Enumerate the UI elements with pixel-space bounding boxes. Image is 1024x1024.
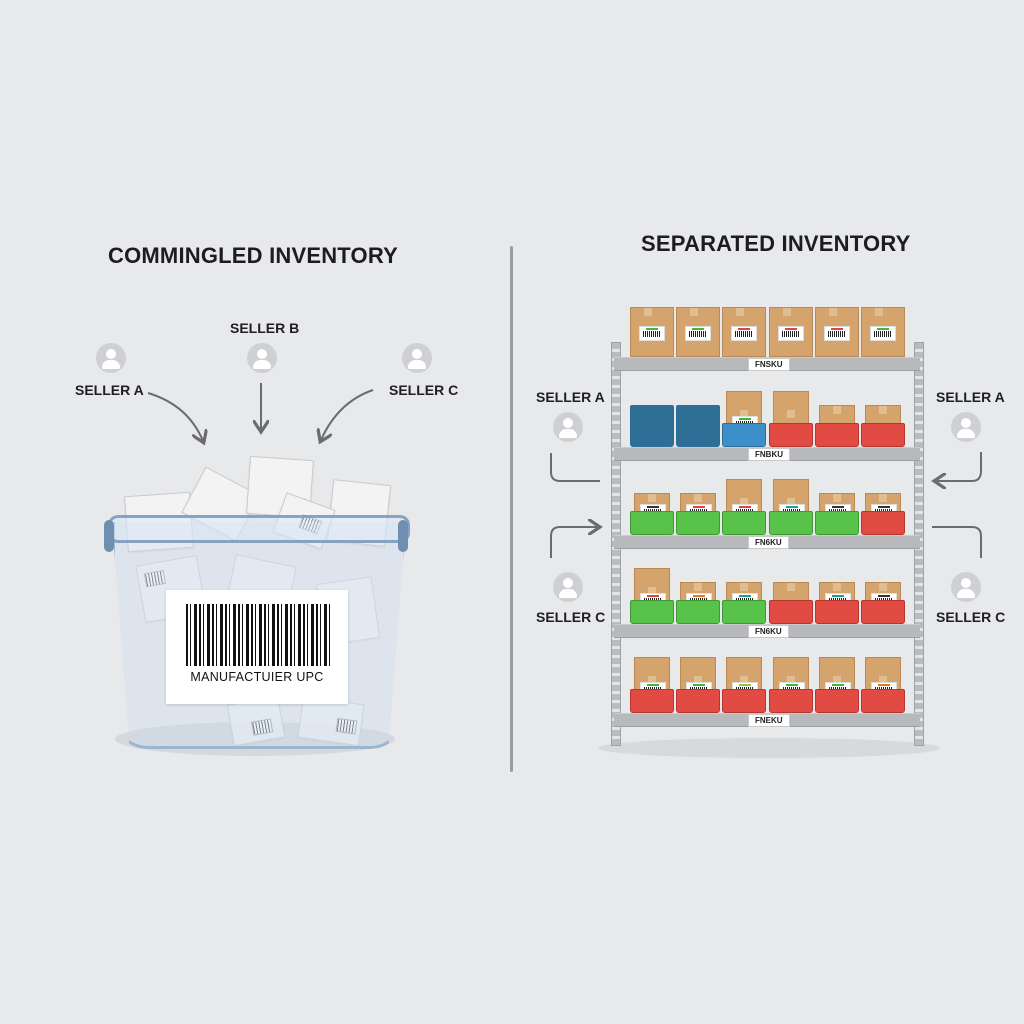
manufacturer-upc-label: MANUFACTUIER UPC (166, 590, 348, 704)
fnsku-barcode-label (685, 326, 711, 341)
inventory-slot (630, 307, 674, 357)
fnsku-barcode-label (778, 326, 804, 341)
inventory-slot (769, 307, 813, 357)
bin-handle (398, 520, 408, 552)
inventory-slot (815, 307, 859, 357)
red-storage-bin (861, 423, 905, 447)
green-storage-bin (815, 511, 859, 535)
red-storage-bin (769, 689, 813, 713)
bin-rim (108, 515, 410, 543)
fnsku-barcode-label (731, 326, 757, 341)
red-storage-bin (861, 600, 905, 624)
person-icon (951, 572, 981, 602)
inventory-slot (676, 477, 720, 535)
cardboard-box (630, 307, 674, 357)
blue-storage-bin (722, 423, 766, 447)
seller-c-left-label: SELLER C (536, 609, 606, 625)
inventory-slot (676, 307, 720, 357)
seller-a-left-label: SELLER A (536, 389, 605, 405)
inventory-slot (769, 477, 813, 535)
green-storage-bin (722, 600, 766, 624)
green-storage-bin (630, 511, 674, 535)
inventory-slot (861, 307, 905, 357)
red-storage-bin (630, 689, 674, 713)
fnsku-shelf-label: FN6KU (748, 536, 789, 549)
inventory-slot (815, 655, 859, 713)
seller-c-right-label: SELLER C (936, 609, 1006, 625)
inventory-slot (815, 389, 859, 447)
blue-storage-bin (630, 405, 674, 447)
inventory-slot (722, 566, 766, 624)
cardboard-box (861, 307, 905, 357)
red-storage-bin (861, 689, 905, 713)
fnsku-shelf-label: FNBKU (748, 448, 790, 461)
fnsku-shelf-label: FN6KU (748, 625, 789, 638)
green-storage-bin (676, 511, 720, 535)
upc-label-text: MANUFACTUIER UPC (190, 670, 324, 684)
inventory-slot (861, 477, 905, 535)
inventory-slot (630, 566, 674, 624)
barcode-icon (186, 604, 330, 680)
cardboard-box (815, 307, 859, 357)
shelf-shadow (598, 738, 940, 758)
cardboard-box (722, 307, 766, 357)
inventory-slot (630, 389, 674, 447)
seller-c-label: SELLER C (389, 382, 459, 398)
inventory-slot (769, 566, 813, 624)
inventory-slot (722, 389, 766, 447)
fnsku-barcode-label (639, 326, 665, 341)
inventory-slot (861, 389, 905, 447)
red-storage-bin (815, 423, 859, 447)
green-storage-bin (630, 600, 674, 624)
inventory-slot (861, 566, 905, 624)
inventory-slot (676, 566, 720, 624)
green-storage-bin (722, 511, 766, 535)
person-icon (96, 343, 126, 373)
commingled-title: COMMINGLED INVENTORY (108, 243, 399, 268)
seller-a-label: SELLER A (75, 382, 144, 398)
person-icon (402, 343, 432, 373)
red-storage-bin (676, 689, 720, 713)
inventory-slot (769, 389, 813, 447)
red-storage-bin (769, 600, 813, 624)
red-storage-bin (769, 423, 813, 447)
cardboard-box (769, 307, 813, 357)
green-storage-bin (676, 600, 720, 624)
person-icon (553, 412, 583, 442)
person-icon (247, 343, 277, 373)
inventory-slot (630, 655, 674, 713)
cardboard-box (676, 307, 720, 357)
inventory-slot (722, 655, 766, 713)
seller-b-label: SELLER B (230, 320, 300, 336)
person-icon (951, 412, 981, 442)
person-icon (553, 572, 583, 602)
red-storage-bin (722, 689, 766, 713)
fnsku-shelf-label: FNEKU (748, 714, 790, 727)
separated-title: SEPARATED INVENTORY (641, 231, 911, 256)
seller-a-right-label: SELLER A (936, 389, 1005, 405)
green-storage-bin (769, 511, 813, 535)
inventory-slot (676, 389, 720, 447)
fnsku-shelf-label: FNSKU (748, 358, 790, 371)
red-storage-bin (861, 511, 905, 535)
inventory-slot (815, 477, 859, 535)
section-divider (510, 246, 513, 772)
red-storage-bin (815, 689, 859, 713)
fnsku-barcode-label (870, 326, 896, 341)
inventory-slot (769, 655, 813, 713)
bin-handle (104, 520, 114, 552)
inventory-slot (722, 477, 766, 535)
fnsku-barcode-label (824, 326, 850, 341)
inventory-slot (676, 655, 720, 713)
inventory-slot (722, 307, 766, 357)
blue-storage-bin (676, 405, 720, 447)
inventory-slot (815, 566, 859, 624)
inventory-slot (630, 477, 674, 535)
inventory-slot (861, 655, 905, 713)
red-storage-bin (815, 600, 859, 624)
